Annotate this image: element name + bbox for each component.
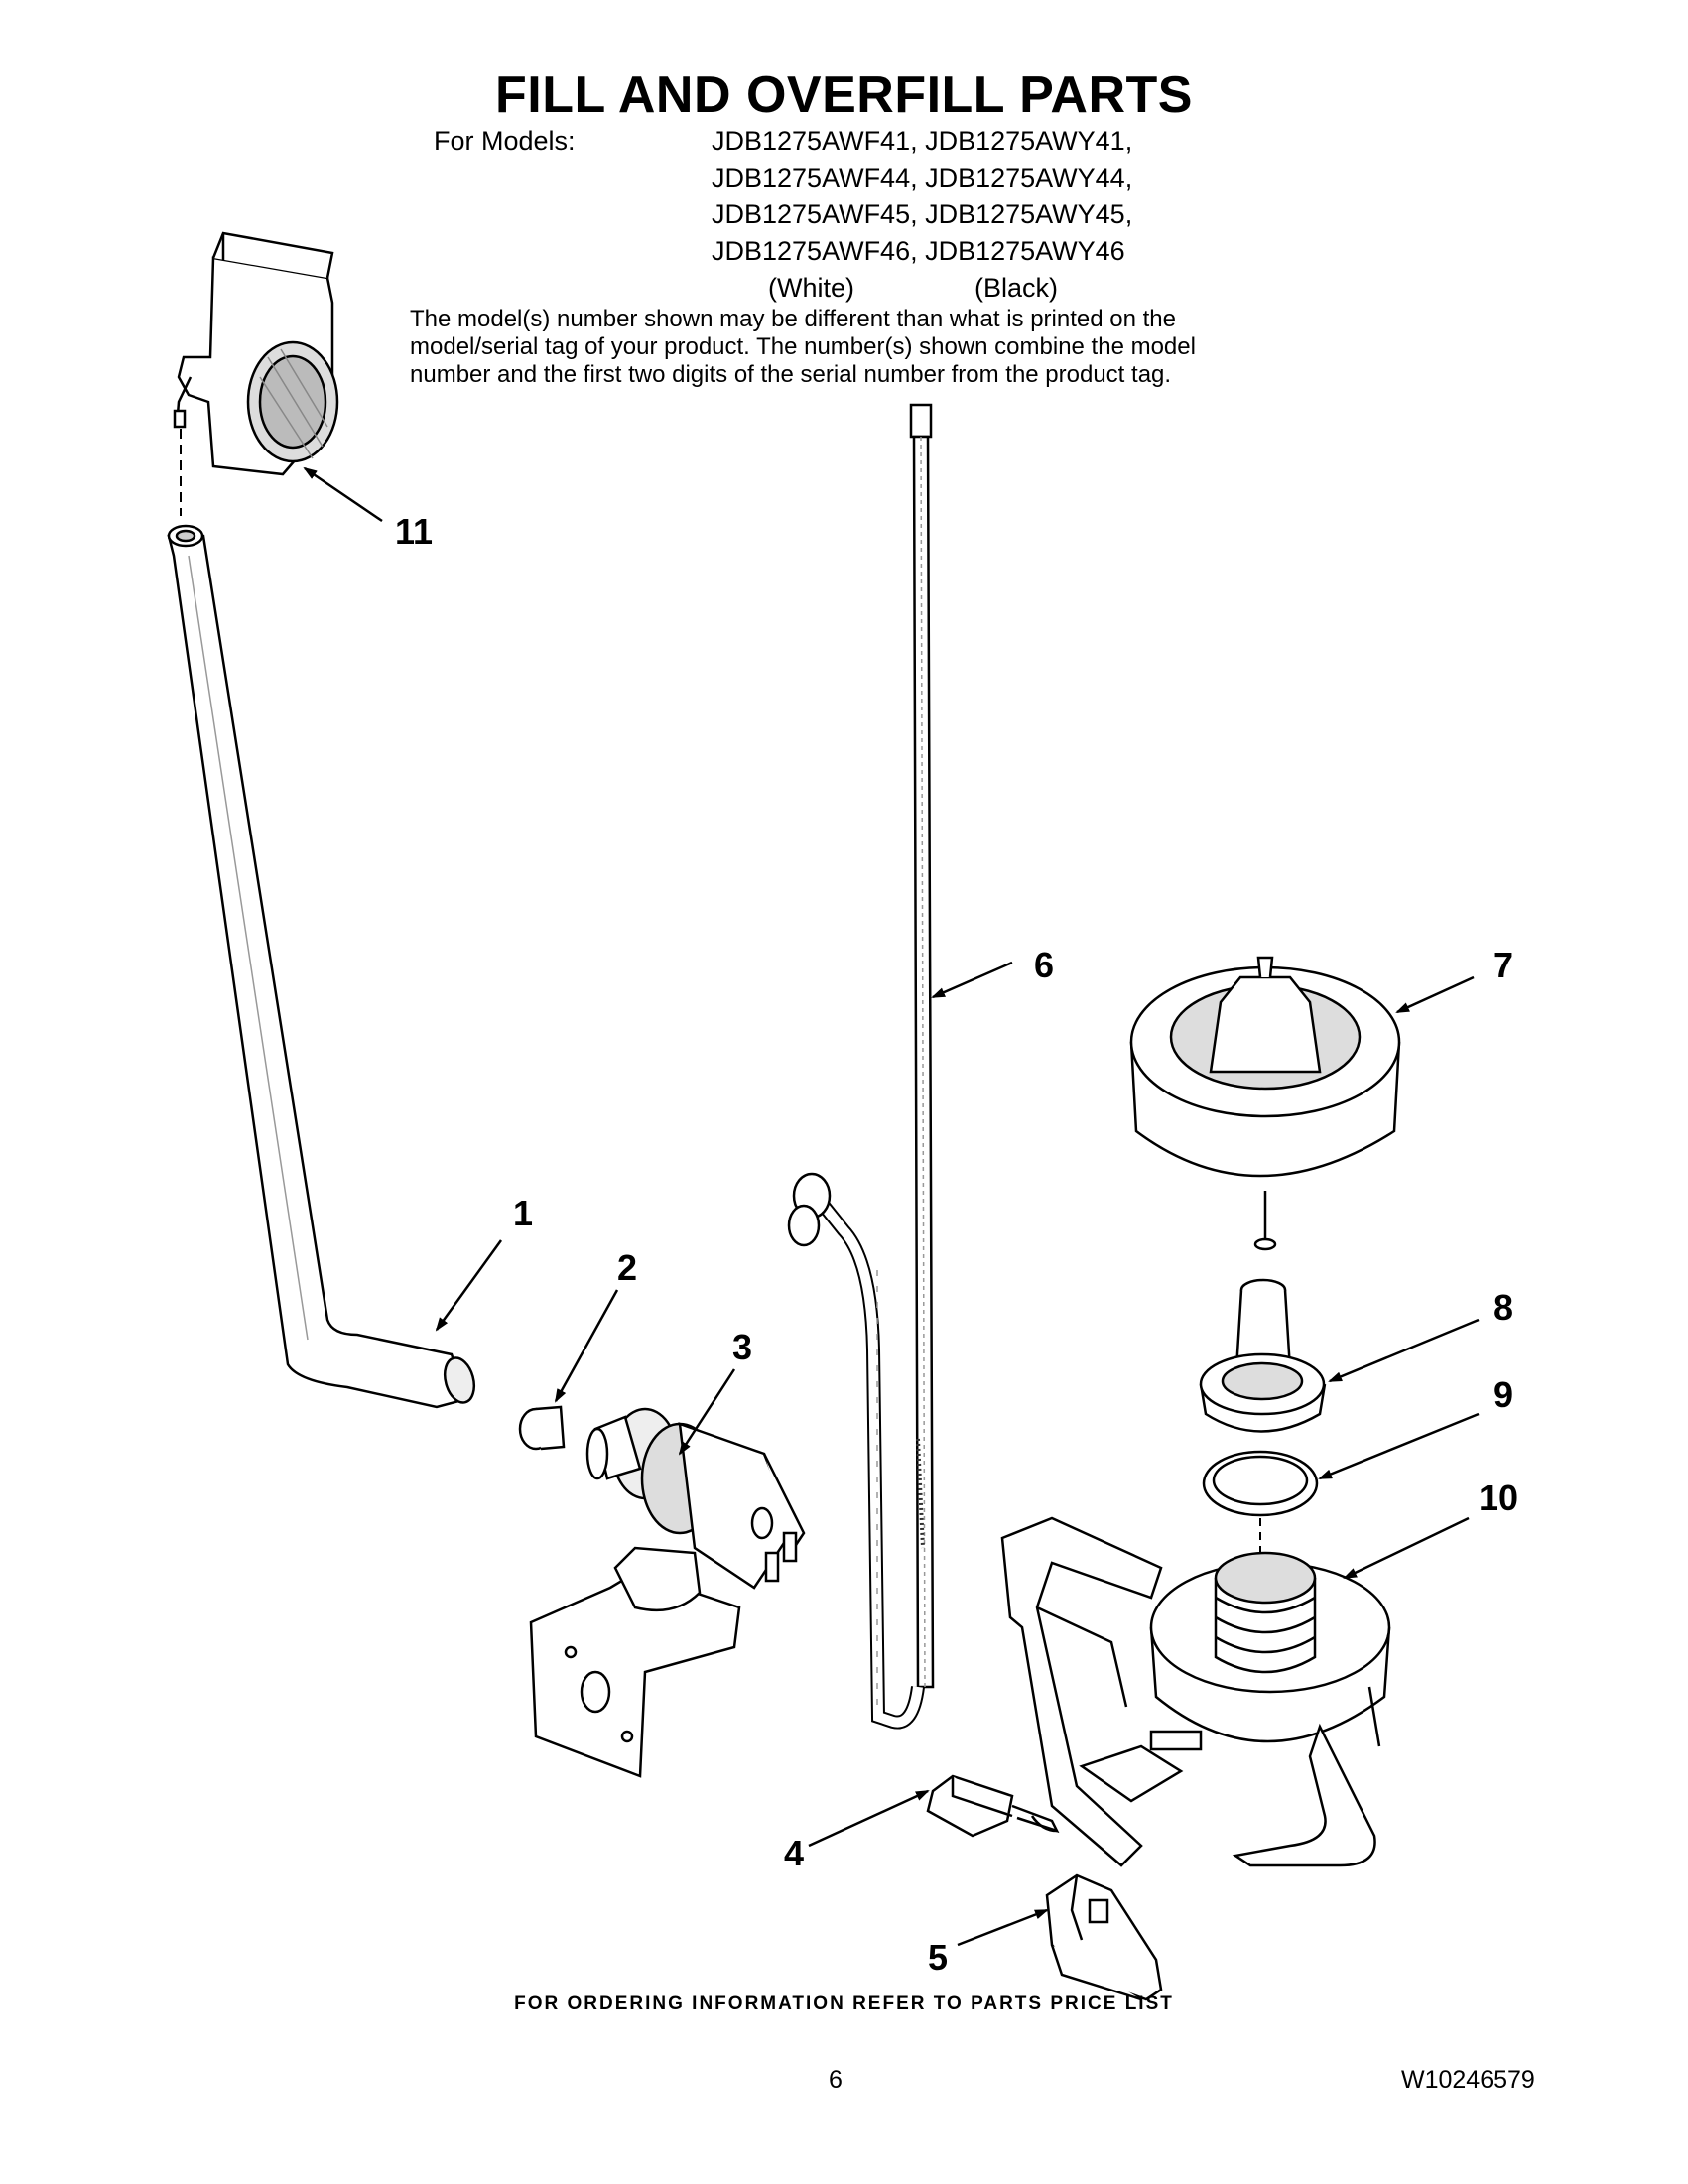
callout-4: 4 — [784, 1833, 804, 1873]
model-row: JDB1275AWF46, JDB1275AWY46 — [712, 236, 1125, 266]
callout-1: 1 — [513, 1193, 533, 1233]
part-9-o-ring — [1202, 1450, 1319, 1517]
part-3-water-valve — [529, 1407, 806, 1778]
leader-6 — [931, 961, 1013, 999]
leader-3 — [678, 1368, 736, 1456]
document-number: W10246579 — [1401, 2066, 1535, 2094]
part-4-switch — [926, 1774, 1060, 1838]
leader-2 — [554, 1289, 619, 1403]
leader-7 — [1395, 975, 1475, 1014]
page-number: 6 — [829, 2066, 843, 2094]
leader-10 — [1343, 1516, 1470, 1580]
leader-11 — [303, 466, 383, 523]
part-6-hose — [787, 403, 935, 1730]
note-line: model/serial tag of your product. The nu… — [410, 333, 1196, 360]
callout-7: 7 — [1493, 945, 1513, 985]
ordering-info: FOR ORDERING INFORMATION REFER TO PARTS … — [514, 1993, 1174, 2014]
color-white-label: (White) — [768, 273, 854, 303]
model-row: JDB1275AWF45, JDB1275AWY45, — [712, 199, 1133, 229]
leader-4 — [808, 1789, 930, 1848]
leader-9 — [1318, 1412, 1480, 1480]
model-row: JDB1275AWF41, JDB1275AWY41, — [712, 126, 1133, 156]
callout-5: 5 — [928, 1937, 948, 1978]
part-7-float — [1129, 956, 1401, 1251]
callout-10: 10 — [1479, 1477, 1518, 1518]
leader-lines — [303, 466, 1480, 1947]
part-5-switch-bracket — [1045, 1873, 1163, 2001]
callout-9: 9 — [1493, 1374, 1513, 1415]
part-1-fill-tube — [167, 524, 476, 1409]
color-black-label: (Black) — [974, 273, 1059, 303]
part-10-float-housing — [1000, 1516, 1391, 1867]
callout-8: 8 — [1493, 1287, 1513, 1328]
page-title: FILL AND OVERFILL PARTS — [495, 66, 1193, 124]
callout-3: 3 — [732, 1327, 752, 1367]
part-8-nut — [1199, 1278, 1327, 1433]
note-line: The model(s) number shown may be differe… — [410, 306, 1176, 332]
part-11-filter-housing — [173, 231, 339, 476]
model-number-note: The model(s) number shown may be differe… — [410, 306, 1303, 389]
callout-11: 11 — [395, 511, 433, 552]
models-label: For Models: — [434, 126, 576, 156]
callout-2: 2 — [617, 1247, 637, 1288]
leader-5 — [957, 1908, 1049, 1947]
model-row: JDB1275AWF44, JDB1275AWY44, — [712, 163, 1133, 193]
leader-1 — [435, 1239, 503, 1332]
leader-8 — [1328, 1318, 1480, 1383]
note-line: number and the first two digits of the s… — [410, 361, 1172, 388]
callout-6: 6 — [1034, 945, 1054, 985]
part-2-clamp — [518, 1405, 566, 1451]
